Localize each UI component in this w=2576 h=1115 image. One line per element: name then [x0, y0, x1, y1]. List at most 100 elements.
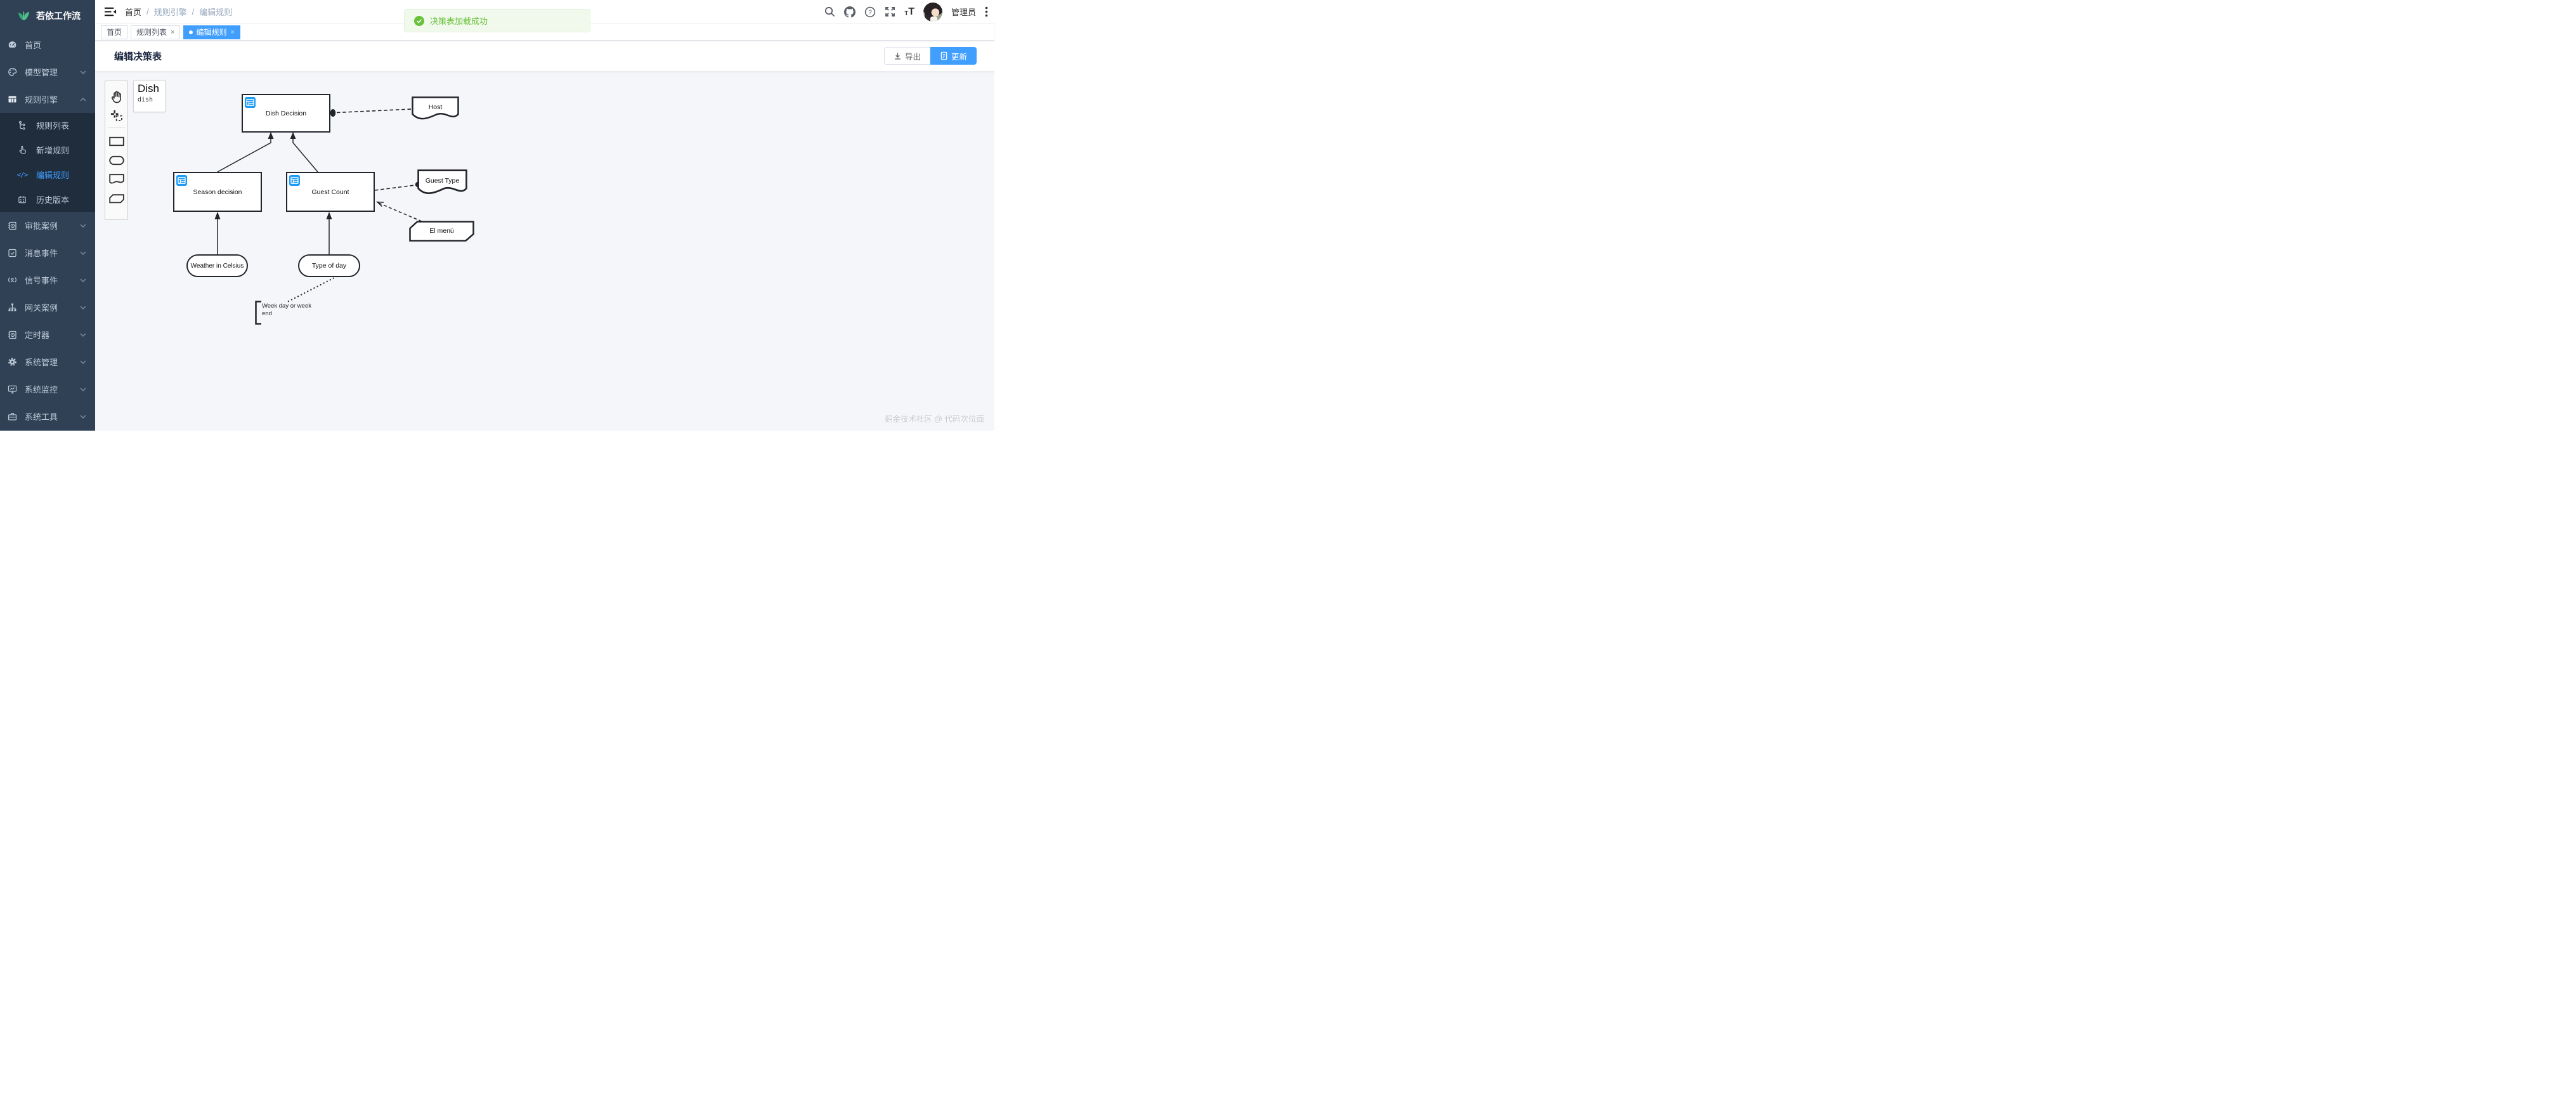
table-icon	[7, 95, 17, 105]
close-icon[interactable]: ×	[171, 28, 175, 36]
sidebar-item-rule-list[interactable]: 规则列表	[0, 113, 95, 138]
annotation-text: Week day or week end	[262, 303, 311, 318]
pointer-icon	[17, 145, 27, 155]
sidebar-item-edit-rule[interactable]: </> 编辑规则	[0, 162, 95, 187]
knowledge-source-shape-icon[interactable]	[105, 170, 127, 189]
sidebar-item-home[interactable]: 首页	[0, 31, 95, 58]
business-knowledge-shape-icon[interactable]	[105, 189, 127, 208]
success-toast: 决策表加载成功	[404, 9, 590, 32]
chevron-down-icon	[80, 224, 86, 228]
sidebar-item-system-management[interactable]: 系统管理	[0, 348, 95, 375]
page-header: 编辑决策表 导出 更新	[95, 41, 994, 71]
diagram-edges	[214, 108, 422, 303]
sidebar-item-history-versions[interactable]: 历史版本	[0, 187, 95, 212]
dmn-canvas[interactable]: Dish dish	[95, 71, 994, 431]
sidebar-item-approval-cases[interactable]: 审批案例	[0, 212, 95, 239]
tree-icon	[17, 121, 27, 131]
update-button[interactable]: 更新	[930, 47, 977, 65]
decision-table-icon	[176, 175, 187, 186]
chevron-up-icon	[80, 97, 86, 101]
chevron-down-icon	[80, 415, 86, 419]
sidebar-item-label: 网关案例	[25, 303, 58, 313]
tab-label: 编辑规则	[196, 28, 227, 37]
sitemap-icon	[7, 303, 17, 313]
decision-shape-icon[interactable]	[105, 132, 127, 151]
page-content: 编辑决策表 导出 更新	[95, 41, 994, 431]
fullscreen-icon[interactable]	[885, 6, 895, 17]
sidebar-item-label: 系统管理	[25, 358, 58, 367]
page-title: 编辑决策表	[114, 51, 162, 62]
breadcrumb-home[interactable]: 首页	[125, 8, 142, 17]
calendar-icon	[17, 195, 27, 205]
sidebar-item-label: 消息事件	[25, 249, 58, 258]
sidebar-item-label: 模型管理	[25, 68, 58, 77]
active-dot	[189, 30, 193, 34]
github-icon[interactable]	[844, 6, 856, 18]
knowledge-source-node-guest-type[interactable]: Guest Type	[417, 169, 467, 197]
gear-icon	[7, 357, 17, 367]
header-buttons: 导出 更新	[883, 47, 977, 65]
lasso-tool-icon[interactable]	[105, 106, 127, 125]
sidebar-item-add-rule[interactable]: 新增规则	[0, 138, 95, 162]
user-name[interactable]: 管理员	[951, 8, 976, 17]
input-data-node-weather[interactable]: Weather in Celsius	[186, 254, 248, 277]
chevron-down-icon	[80, 70, 86, 74]
decision-table-icon	[245, 97, 256, 108]
sidebar-item-model-management[interactable]: 模型管理	[0, 58, 95, 86]
sidebar-item-label: 审批案例	[25, 221, 58, 231]
avatar[interactable]	[923, 2, 942, 22]
sidebar-item-timer[interactable]: 定时器	[0, 321, 95, 348]
search-icon[interactable]	[824, 6, 835, 17]
palette-icon	[7, 67, 17, 77]
business-knowledge-node-el-menu[interactable]: El menú	[409, 221, 474, 242]
sidebar-item-system-monitor[interactable]: 系统监控	[0, 375, 95, 403]
sidebar-item-message-events[interactable]: 消息事件	[0, 239, 95, 266]
chevron-down-icon	[80, 306, 86, 310]
decision-node-dish-decision[interactable]: Dish Decision	[242, 94, 330, 133]
export-button[interactable]: 导出	[883, 47, 930, 65]
update-label: 更新	[951, 52, 967, 62]
tab-label: 首页	[107, 28, 122, 37]
dish-definition-card[interactable]: Dish dish	[133, 80, 166, 112]
text-annotation-node[interactable]: Week day or week end	[255, 301, 315, 325]
sidebar-item-label: 规则列表	[36, 121, 70, 131]
decision-table-icon	[289, 175, 300, 186]
dashboard-icon	[7, 40, 17, 50]
hand-tool-icon[interactable]	[105, 87, 127, 106]
kebab-icon[interactable]	[985, 6, 988, 17]
chevron-down-icon	[80, 251, 86, 255]
input-data-shape-icon[interactable]	[105, 151, 127, 170]
knowledge-source-node-host[interactable]: Host	[412, 96, 459, 122]
sidebar-item-signal-events[interactable]: 信号事件	[0, 266, 95, 294]
sidebar-item-gateway-cases[interactable]: 网关案例	[0, 294, 95, 321]
sidebar-item-rule-engine[interactable]: 规则引擎	[0, 86, 95, 113]
audit-icon	[7, 221, 17, 231]
app: 若依工作流 首页 模型管理 规则引擎	[0, 0, 994, 431]
signal-icon	[7, 275, 17, 285]
breadcrumb: 首页 / 规则引擎 / 编辑规则	[125, 6, 232, 18]
tab-home[interactable]: 首页	[101, 25, 128, 39]
sidebar-item-label: 编辑规则	[36, 171, 70, 180]
logo[interactable]: 若依工作流	[0, 0, 95, 31]
decision-node-season-decision[interactable]: Season decision	[173, 172, 262, 212]
tab-rule-list[interactable]: 规则列表 ×	[131, 25, 181, 39]
sidebar-toggle-icon[interactable]	[95, 6, 125, 17]
export-label: 导出	[904, 52, 921, 62]
diagram-palette	[105, 81, 128, 220]
tab-label: 规则列表	[136, 28, 167, 37]
chevron-down-icon	[80, 360, 86, 364]
input-data-node-type-of-day[interactable]: Type of day	[298, 254, 360, 277]
question-icon[interactable]: ?	[864, 6, 876, 18]
decision-node-guest-count[interactable]: Guest Count	[286, 172, 375, 212]
node-label: Dish Decision	[265, 109, 307, 117]
close-icon[interactable]: ×	[230, 28, 235, 36]
timer-icon	[7, 330, 17, 340]
sidebar-item-label: 定时器	[25, 330, 50, 340]
palette-divider	[108, 127, 125, 128]
breadcrumb-separator: /	[146, 7, 149, 16]
dish-id: dish	[138, 96, 153, 103]
tab-edit-rule[interactable]: 编辑规则 ×	[183, 25, 240, 39]
sidebar-item-system-tools[interactable]: 系统工具	[0, 403, 95, 430]
